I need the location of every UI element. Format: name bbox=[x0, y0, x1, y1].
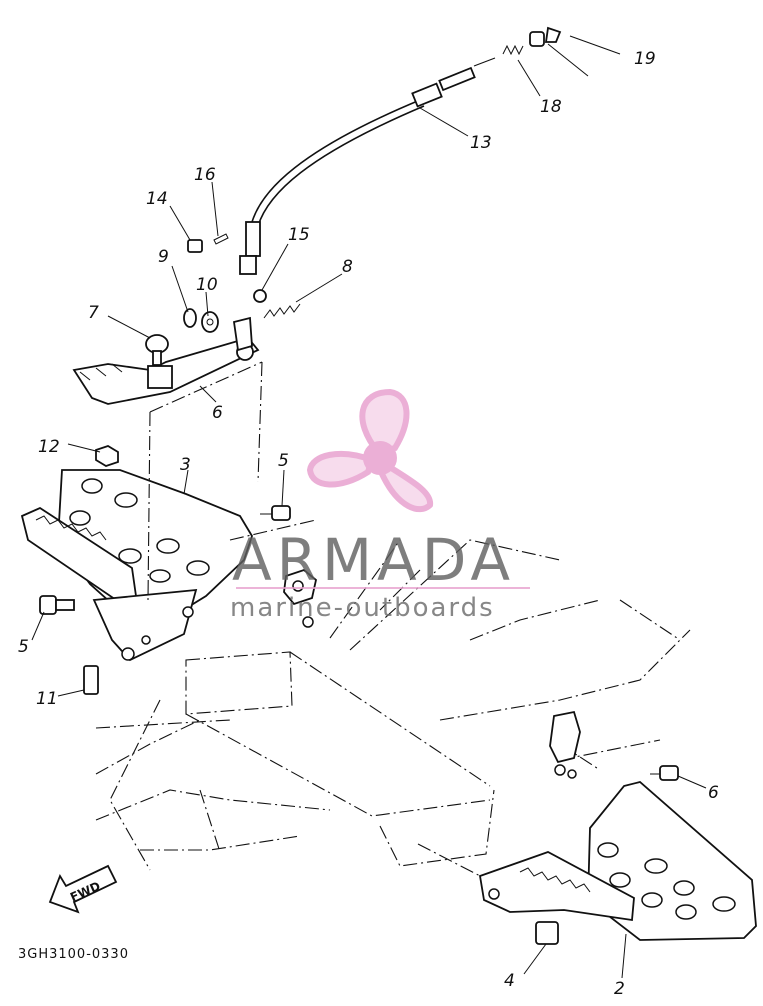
diagram-code: 3GH3100-0330 bbox=[18, 947, 129, 962]
frame-phantom bbox=[95, 361, 691, 881]
callout-4: 5 bbox=[18, 637, 29, 657]
washer-15 bbox=[253, 289, 267, 303]
callout-6: 6 bbox=[212, 403, 223, 423]
callout-9: 9 bbox=[158, 247, 169, 267]
callout-11: 11 bbox=[36, 689, 58, 709]
brake-cable bbox=[239, 26, 562, 275]
right-footpeg bbox=[478, 851, 635, 922]
callout-12: 12 bbox=[38, 437, 60, 457]
callout-16: 16 bbox=[194, 165, 216, 185]
bolt-3 bbox=[535, 921, 559, 945]
watermark-propeller-logo bbox=[306, 388, 434, 513]
callout-5-left: 5 bbox=[278, 451, 289, 471]
callout-1: 2 bbox=[614, 979, 625, 999]
bolt-5-right bbox=[650, 765, 679, 781]
callout-13: 13 bbox=[470, 133, 492, 153]
callout-18: 18 bbox=[540, 97, 562, 117]
watermark-subtitle: marine-outboards bbox=[230, 593, 495, 623]
frame-bracket-right bbox=[549, 710, 581, 779]
leader-lines bbox=[31, 35, 707, 979]
nut-12 bbox=[95, 445, 119, 467]
callout-7: 7 bbox=[88, 303, 99, 323]
brake-pedal bbox=[72, 316, 260, 405]
callout-5-right: 6 bbox=[708, 783, 719, 803]
callout-17: 19 bbox=[634, 49, 656, 69]
callout-labels: 19 18 13 16 14 15 8 9 10 7 6 12 3 5 5 11… bbox=[18, 49, 719, 999]
bolt-5-left bbox=[260, 505, 291, 521]
pin-14 bbox=[187, 239, 203, 253]
callout-14: 14 bbox=[146, 189, 168, 209]
watermark-title: ARMADA bbox=[232, 526, 515, 594]
pedal-cap bbox=[145, 334, 169, 366]
cable-adjuster-spring bbox=[502, 44, 524, 56]
callout-8: 8 bbox=[342, 257, 353, 277]
forward-arrow-icon: FWD bbox=[48, 864, 118, 914]
washer-9 bbox=[183, 308, 197, 328]
left-footpeg bbox=[20, 506, 198, 662]
callout-3: 4 bbox=[504, 971, 515, 991]
spring-8 bbox=[263, 303, 301, 319]
callout-10: 10 bbox=[196, 275, 218, 295]
bolt-4 bbox=[39, 595, 75, 615]
bolt-11 bbox=[83, 665, 99, 695]
cable-nut bbox=[529, 26, 562, 47]
cotter-pin-16 bbox=[213, 233, 229, 245]
callout-15: 15 bbox=[288, 225, 310, 245]
washer-10 bbox=[201, 311, 219, 333]
callout-2: 3 bbox=[180, 455, 191, 475]
